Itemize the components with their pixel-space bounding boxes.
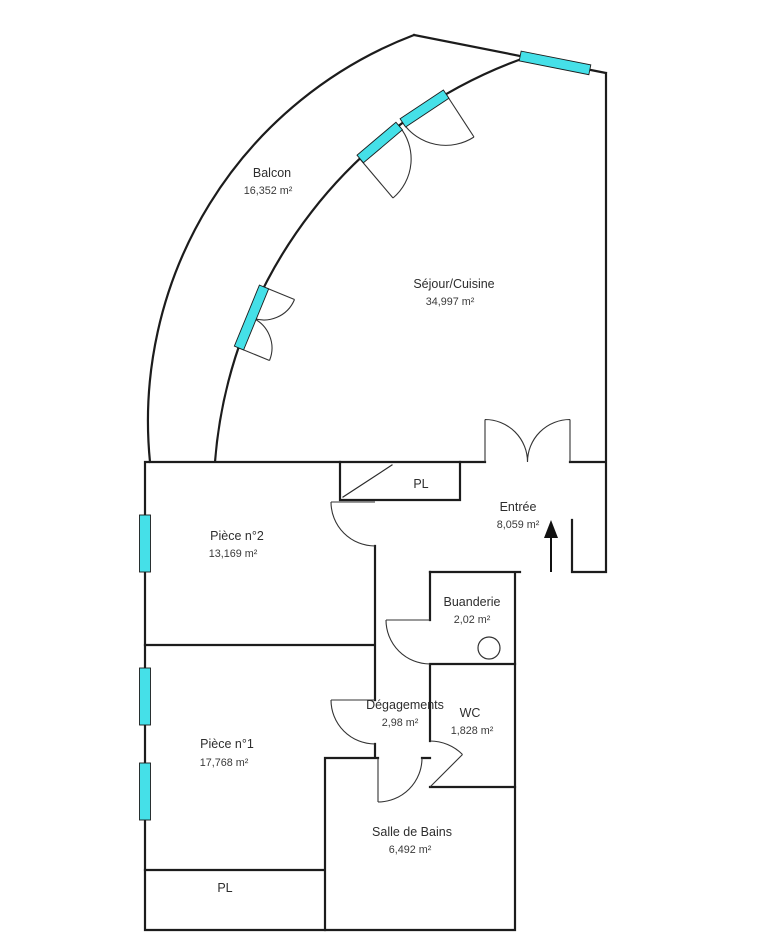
buanderie-door-arc bbox=[385, 619, 431, 665]
room-area-entree: 8,059 m² bbox=[497, 519, 540, 531]
room-label-balcon: Balcon bbox=[253, 166, 291, 180]
balcony-door-arc bbox=[238, 286, 296, 362]
room-area-degagements: 2,98 m² bbox=[382, 717, 419, 729]
sejour-window-door-arc-left bbox=[359, 125, 412, 199]
room-labels: Balcon 16,352 m² Séjour/Cuisine 34,997 m… bbox=[200, 166, 540, 895]
window-balcony-mid-icon bbox=[356, 121, 404, 164]
window-piece1-lower-icon bbox=[139, 762, 151, 821]
sejour-entree-double-door-arc bbox=[484, 418, 571, 463]
entrance-arrow-icon bbox=[544, 520, 558, 572]
room-area-sdb: 6,492 m² bbox=[389, 844, 432, 856]
window-piece1-upper-icon bbox=[139, 667, 151, 726]
room-label-entree: Entrée bbox=[500, 500, 537, 514]
room-area-piece2: 13,169 m² bbox=[209, 548, 258, 560]
room-label-piece2: Pièce n°2 bbox=[210, 529, 264, 543]
room-area-sejour: 34,997 m² bbox=[426, 296, 475, 308]
salle-de-bains-door-arc bbox=[377, 757, 423, 803]
room-label-degagements: Dégagements bbox=[366, 698, 444, 712]
room-label-sejour: Séjour/Cuisine bbox=[413, 277, 494, 291]
interior-walls bbox=[143, 460, 517, 932]
room-area-wc: 1,828 m² bbox=[451, 725, 494, 737]
room-area-piece1: 17,768 m² bbox=[200, 757, 249, 769]
windows bbox=[139, 50, 592, 821]
window-piece2-icon bbox=[139, 514, 151, 573]
piece1-door-arc bbox=[330, 699, 376, 745]
room-area-buanderie: 2,02 m² bbox=[454, 614, 491, 626]
door-swings bbox=[238, 93, 571, 803]
sejour-window-door-arc-right bbox=[402, 93, 475, 146]
window-sejour-top-icon bbox=[518, 50, 592, 76]
piece2-door-arc bbox=[330, 501, 376, 547]
room-label-pl-top: PL bbox=[413, 477, 428, 491]
exterior-walls bbox=[143, 33, 608, 932]
wc-door-arc bbox=[429, 740, 463, 788]
room-label-wc: WC bbox=[460, 706, 481, 720]
window-balcony-upper-icon bbox=[399, 89, 450, 128]
window-balcony-lower-icon bbox=[233, 284, 270, 351]
room-label-piece1: Pièce n°1 bbox=[200, 737, 254, 751]
buanderie-fixture-circle bbox=[477, 636, 501, 660]
room-label-buanderie: Buanderie bbox=[444, 595, 501, 609]
room-label-pl-bottom: PL bbox=[217, 881, 232, 895]
closet-diagonal-line bbox=[342, 464, 393, 498]
room-label-sdb: Salle de Bains bbox=[372, 825, 452, 839]
room-area-balcon: 16,352 m² bbox=[244, 185, 293, 197]
